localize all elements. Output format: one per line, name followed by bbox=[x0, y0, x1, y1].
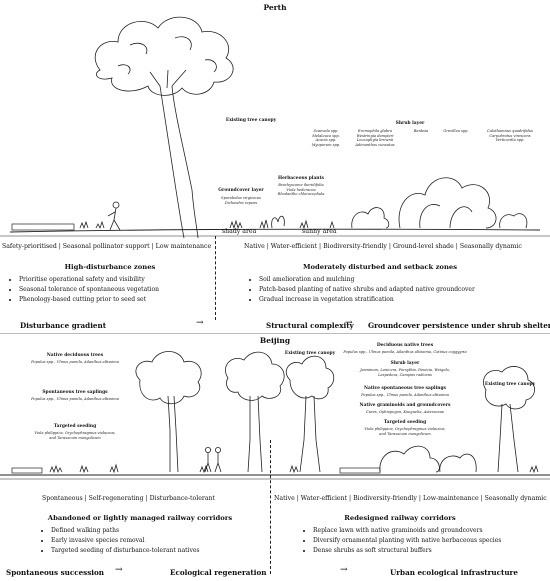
beijing-spontaneous-saplings-list: Populus spp., Ulmus pumila, Ailanthus al… bbox=[31, 397, 119, 401]
perth-left-tags: Safety-prioritised | Seasonal pollinator… bbox=[2, 243, 212, 250]
beijing-graminoids-title: Native graminoids and groundcovers bbox=[359, 403, 451, 408]
beijing-gradient-arrow-2: → bbox=[340, 565, 348, 575]
perth-gradient-middle: Structural complexity bbox=[266, 321, 354, 330]
beijing-spontaneous-saplings-title: Spontaneous tree saplings bbox=[42, 390, 108, 395]
beijing-landscape-illustration bbox=[0, 351, 550, 480]
beijing-right-zone-bullets: Replace lawn with native graminoids and … bbox=[302, 526, 550, 556]
perth-left-zone-bullets: Prioritise operational safety and visibi… bbox=[8, 275, 224, 305]
perth-shrub-col1: Scaevola spp.Melaleuca spp.Acacia spp.My… bbox=[311, 129, 341, 147]
perth-divider bbox=[215, 236, 216, 320]
beijing-deciduous-native-list: Populus spp., Ulmus pumila, Ailanthus al… bbox=[343, 350, 467, 354]
panel-separator bbox=[0, 333, 550, 334]
beijing-left-tags: Spontaneous | Self-regenerating | Distur… bbox=[42, 495, 216, 502]
beijing-divider bbox=[270, 440, 271, 574]
beijing-existing-tree-canopy-label-2: Existing tree canopy bbox=[484, 382, 536, 387]
beijing-right-tags: Native | Water-efficient | Biodiversity-… bbox=[274, 495, 547, 502]
beijing-gradient-arrow-1: → bbox=[115, 565, 123, 575]
beijing-right-targeted-seeding-list: Viola philippica, Orychophragmus violace… bbox=[364, 427, 446, 436]
beijing-gradient-end: Urban ecological infrastructure bbox=[390, 568, 518, 577]
beijing-right-targeted-seeding-title: Targeted seeding bbox=[383, 420, 427, 425]
beijing-existing-tree-canopy-label-1: Existing tree canopy bbox=[284, 351, 336, 356]
shady-area-label: shady area bbox=[222, 228, 257, 235]
perth-shrub-col4: Grevillea spp. bbox=[443, 129, 469, 133]
beijing-graminoids-list: Carex, Ophiopogon, Koeguelia, Asteraceae bbox=[365, 410, 445, 414]
beijing-native-saplings-list: Populus spp., Ulmus pumila, Ailanthus al… bbox=[361, 393, 449, 397]
beijing-native-saplings-title: Native spontaneous tree saplings bbox=[364, 386, 446, 391]
perth-herbaceous-title: Herbaceous plants bbox=[277, 176, 325, 181]
perth-gradient-arrow-2: → bbox=[345, 318, 353, 328]
beijing-left-zone-bullets: Defined walking pathsEarly invasive spec… bbox=[40, 526, 271, 556]
beijing-native-deciduous-list: Populus spp., Ulmus pumila, Ailanthus al… bbox=[31, 360, 119, 364]
beijing-gradient-middle: Ecological regeneration bbox=[170, 568, 267, 577]
perth-groundcover-title: Groundcover layer bbox=[218, 188, 264, 193]
beijing-left-targeted-seeding-title: Targeted seeding bbox=[53, 424, 97, 429]
perth-existing-tree-canopy-label: Existing tree canopy bbox=[225, 118, 277, 123]
beijing-shrub-layer-title: Shrub layer bbox=[390, 361, 420, 366]
beijing-right-zone-title: Redesigned railway corridors bbox=[344, 514, 456, 522]
beijing-shrub-layer-list: Jasminum, Lonicera, Forsythia, Deutzia, … bbox=[360, 368, 450, 377]
beijing-title: Beijing bbox=[259, 336, 291, 345]
beijing-left-targeted-seeding-list: Viola philippica, Orychophragmus violace… bbox=[34, 431, 116, 440]
beijing-gradient-start: Spontaneous succession bbox=[6, 568, 105, 577]
perth-right-tags: Native | Water-efficient | Biodiversity-… bbox=[244, 243, 522, 250]
beijing-left-zone-title: Abandoned or lightly managed railway cor… bbox=[47, 514, 233, 522]
perth-right-zone-bullets: Soil amelioration and mulchingPatch-base… bbox=[248, 275, 549, 305]
perth-title: Perth bbox=[263, 3, 287, 12]
perth-gradient-arrow-1: → bbox=[196, 318, 204, 328]
perth-landscape-illustration bbox=[0, 0, 550, 239]
perth-left-zone-title: High-disturbance zones bbox=[64, 263, 156, 271]
beijing-deciduous-native-title: Deciduous native trees bbox=[376, 343, 434, 348]
perth-shrub-col3: Banksia bbox=[413, 129, 429, 133]
perth-gradient-start: Disturbance gradient bbox=[20, 321, 107, 330]
perth-shrub-layer-title: Shrub layer bbox=[395, 121, 425, 126]
perth-right-zone-title: Moderately disturbed and setback zones bbox=[302, 263, 458, 271]
beijing-native-deciduous-title: Native deciduous trees bbox=[46, 353, 104, 358]
sunny-area-label: sunny area bbox=[302, 228, 337, 235]
perth-gradient-end: Groundcover persistence under shrub shel… bbox=[368, 321, 550, 330]
